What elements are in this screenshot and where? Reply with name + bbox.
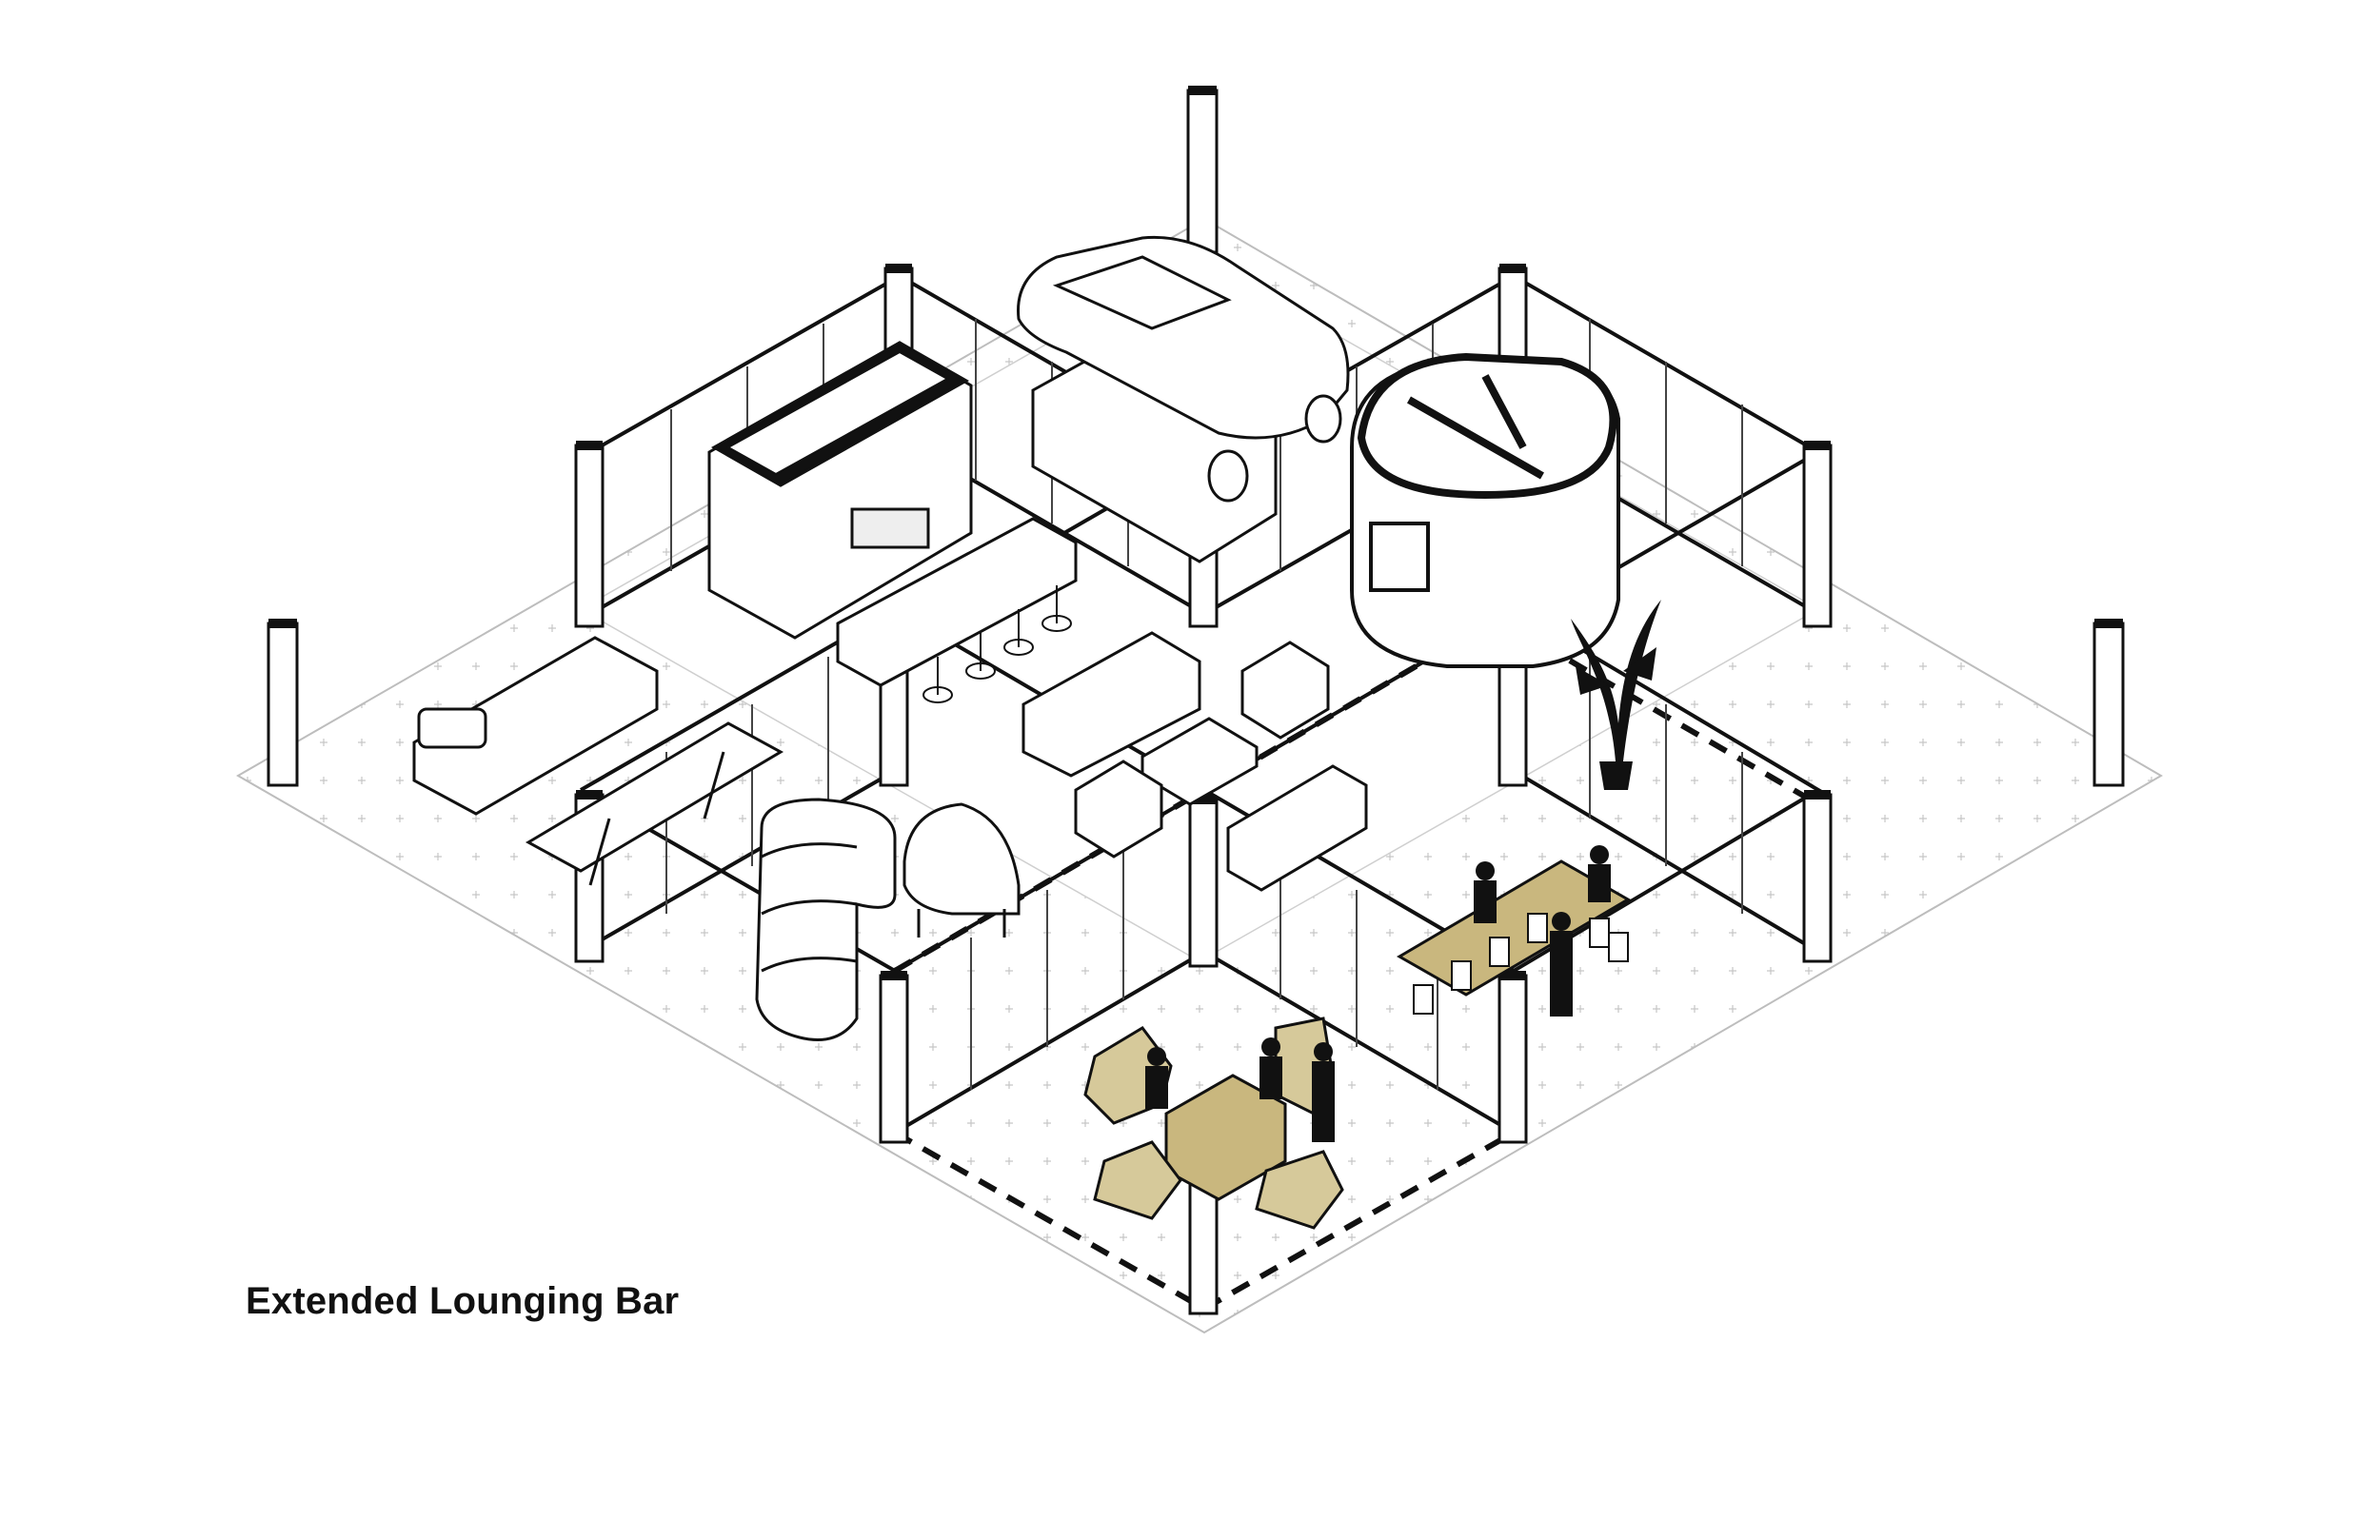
car-icon [1017, 235, 1350, 503]
plant-icon [1571, 600, 1661, 790]
fire-pit-patio [1083, 1017, 1344, 1230]
kitchen-island [836, 517, 1078, 687]
kitchen [707, 341, 1078, 703]
sofa [1021, 631, 1201, 778]
diagram-caption: Extended Lounging Bar [246, 1280, 680, 1322]
sofa [1226, 764, 1368, 892]
pod-window [1369, 522, 1430, 592]
bbq-grill-icon [417, 707, 487, 749]
dining-chairs [1413, 913, 1629, 1015]
column [2092, 622, 2125, 787]
column [1497, 974, 1528, 1144]
column [879, 974, 909, 1144]
column [1802, 444, 1833, 628]
garage [1017, 235, 1350, 563]
column [267, 622, 299, 787]
armchair [1240, 641, 1330, 740]
bar-stools [922, 585, 1072, 703]
column [574, 444, 605, 628]
living-room [1021, 631, 1368, 892]
armchair [1074, 760, 1163, 859]
column [1188, 798, 1219, 968]
outdoor-counter [412, 636, 659, 816]
pod [1350, 352, 1620, 668]
piano-icon [902, 802, 1021, 938]
outdoor-kitchen [412, 636, 784, 886]
piano-stair [755, 798, 1021, 1041]
column [1186, 89, 1219, 254]
person-icon [1474, 845, 1611, 1017]
stove-icon [850, 507, 930, 549]
column [1802, 793, 1833, 963]
dining-room [1397, 845, 1631, 1017]
picnic-table [525, 721, 784, 886]
person-icon [1145, 1037, 1335, 1142]
spiral-stair [755, 798, 897, 1041]
